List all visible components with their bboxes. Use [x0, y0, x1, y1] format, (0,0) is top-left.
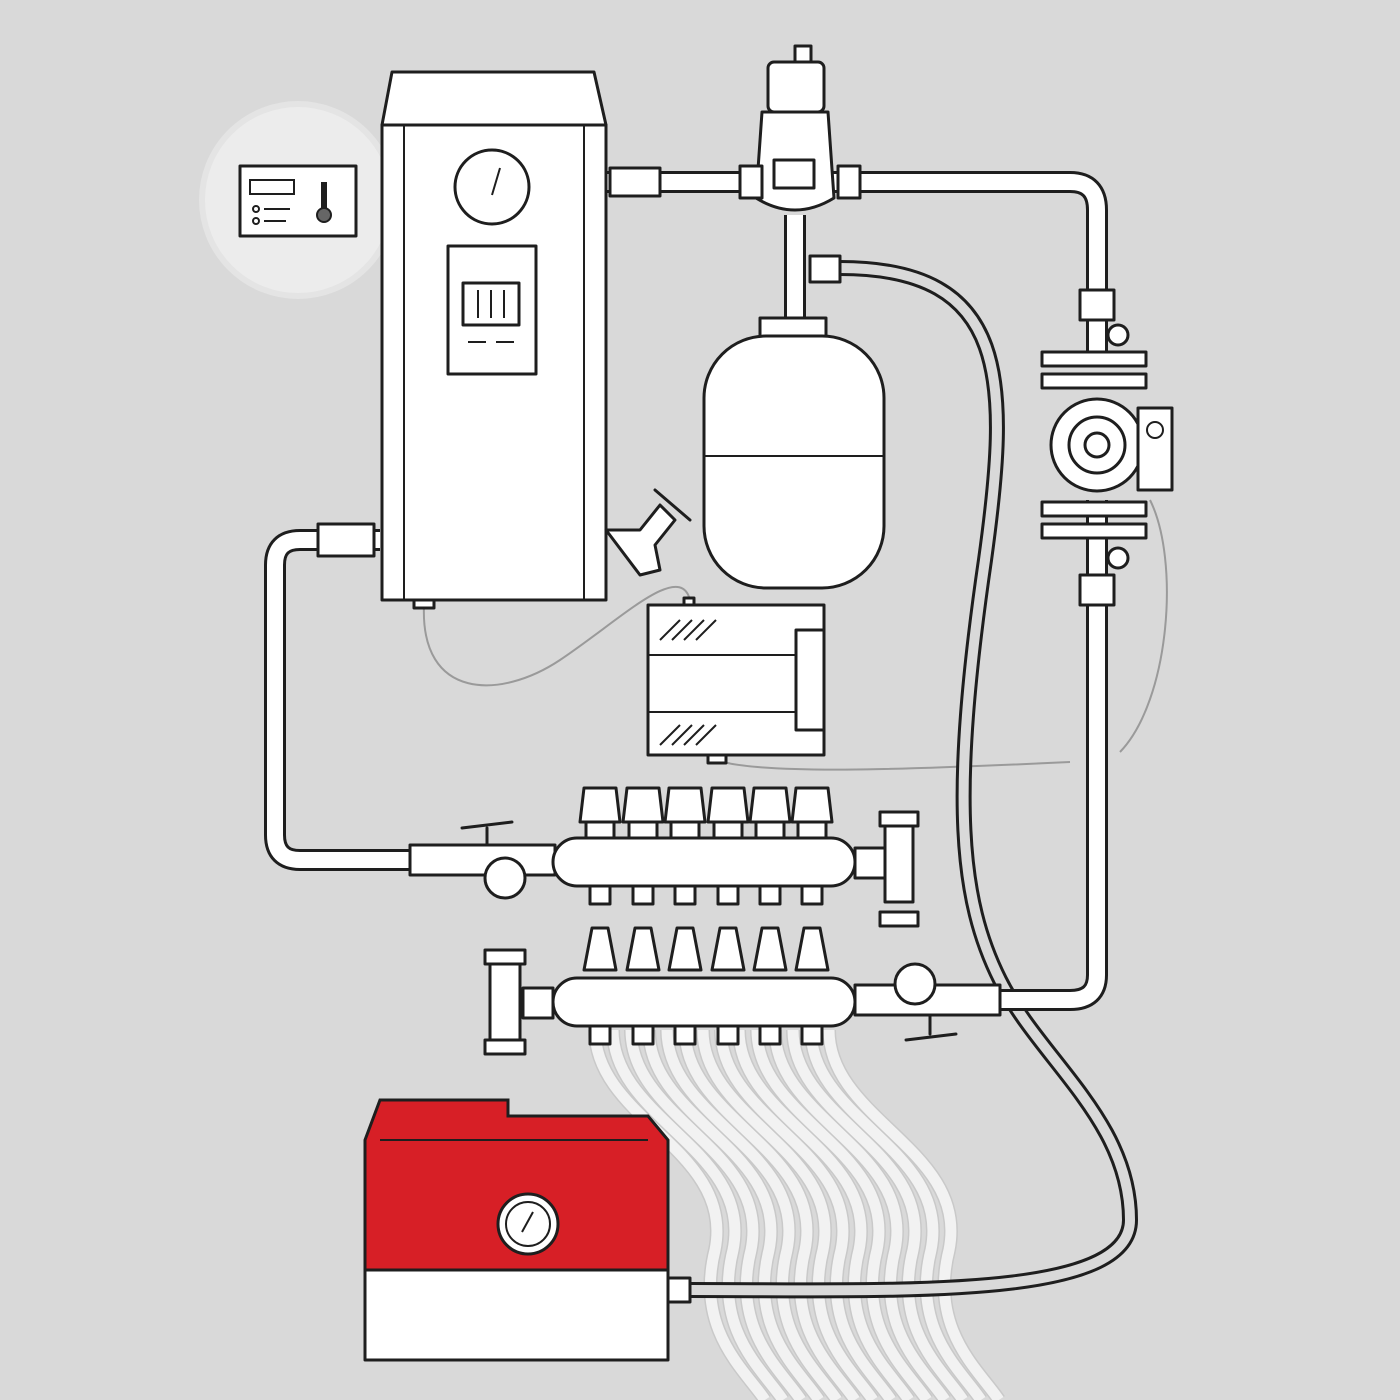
flex-hose [689, 260, 1139, 1299]
port [758, 1024, 782, 1046]
actuator-icon [790, 786, 834, 824]
thermostat-icon [238, 164, 358, 238]
floor-hose [679, 1029, 860, 1400]
wires [422, 499, 1168, 771]
floor-hose [823, 1029, 1004, 1400]
valve-icon [667, 926, 703, 972]
actuator-base [712, 820, 744, 840]
floor-hose [805, 1029, 986, 1400]
circulation-pump [1040, 323, 1174, 570]
port [588, 1024, 612, 1046]
floor-hose [715, 1029, 896, 1400]
floor-hose [661, 1029, 842, 1400]
valve-icon [582, 926, 618, 972]
pressure-gauge-icon [453, 148, 531, 226]
underfloor-hoses [588, 1029, 1005, 1400]
floor-hose [607, 1029, 788, 1400]
port [631, 884, 655, 906]
thermostat [199, 101, 397, 299]
port [673, 1024, 697, 1046]
actuator-base [796, 820, 828, 840]
valve-icon [625, 926, 661, 972]
supply-manifold [408, 810, 920, 928]
port [758, 884, 782, 906]
floor-hose [787, 1029, 968, 1400]
expansion-tank [702, 316, 886, 590]
port [800, 884, 824, 906]
air-vent [738, 44, 862, 212]
electric-boiler [380, 70, 692, 610]
floor-hose [643, 1029, 824, 1400]
floor-hose [697, 1029, 878, 1400]
valve-icon [752, 926, 788, 972]
return-manifold [483, 948, 1002, 1056]
floor-hose [625, 1029, 806, 1400]
actuator-icon [578, 786, 622, 824]
floor-hose [751, 1029, 932, 1400]
actuator-base [669, 820, 701, 840]
actuator-icon [621, 786, 665, 824]
actuator-base [584, 820, 616, 840]
actuator-base [754, 820, 786, 840]
port [716, 884, 740, 906]
port [716, 1024, 740, 1046]
pipes [264, 166, 1116, 1011]
port [800, 1024, 824, 1046]
water-heater [363, 1098, 692, 1362]
floor-hose [769, 1029, 950, 1400]
valve-icon [710, 926, 746, 972]
actuator-icon [663, 786, 707, 824]
manifold-ports [578, 786, 834, 1046]
actuator-icon [706, 786, 750, 824]
actuator-base [627, 820, 659, 840]
port [631, 1024, 655, 1046]
port [673, 884, 697, 906]
floor-hose [733, 1029, 914, 1400]
floor-hose [589, 1029, 770, 1400]
actuator-icon [748, 786, 792, 824]
valve-icon [794, 926, 830, 972]
control-box [646, 596, 826, 765]
port [588, 884, 612, 906]
